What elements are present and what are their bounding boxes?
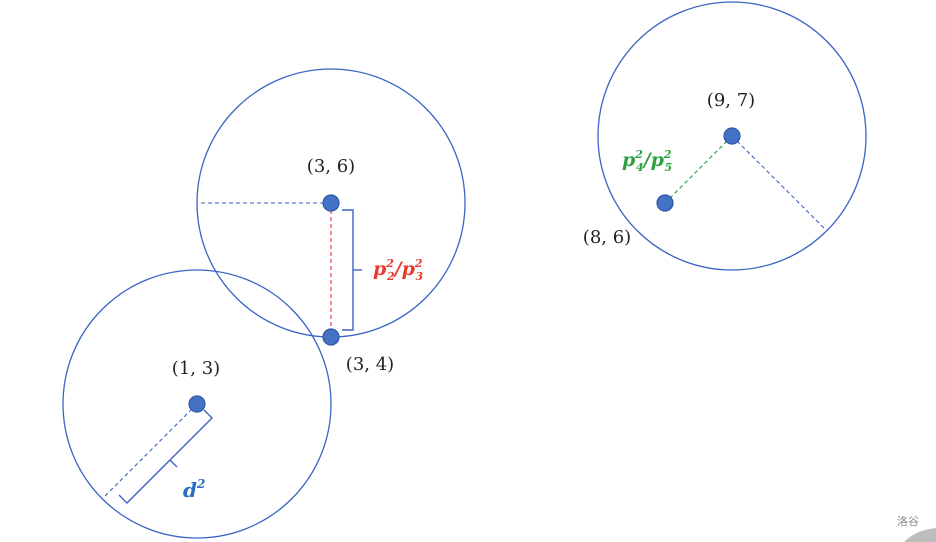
radius-line-1-3 [103, 403, 198, 498]
watermark-corner-shape [904, 528, 936, 542]
point-1-3 [188, 395, 206, 413]
label-point-1-3: (1, 3) [172, 358, 220, 379]
point-3-4 [322, 328, 340, 346]
distance-line-9-7-to-8-6 [664, 135, 733, 204]
p5-sub: 5 [665, 161, 673, 174]
p5-sup: 2 [663, 148, 672, 161]
label-point-3-4: (3, 4) [346, 354, 394, 375]
p4-sup: 2 [634, 148, 643, 161]
p2-p3-bracket [342, 209, 354, 331]
d-squared-bracket [118, 409, 213, 504]
p4-base: p [622, 149, 636, 171]
watermark-text: 洛谷 [897, 514, 919, 528]
p2-sup: 2 [385, 257, 394, 270]
p3-sub: 3 [416, 270, 424, 283]
p2-base: p [373, 258, 387, 280]
d-squared-base: d [183, 478, 197, 502]
d-squared-exponent: 2 [196, 477, 205, 491]
d-squared-bracket-tick [169, 459, 178, 468]
circle-center-9-7 [597, 1, 867, 271]
label-point-8-6: (8, 6) [583, 227, 631, 248]
p-slash-2: / [642, 149, 653, 171]
circle-center-1-3 [62, 269, 332, 539]
p4-sub: 4 [636, 161, 644, 174]
label-point-3-6: (3, 6) [307, 156, 355, 177]
p5-base: p [651, 149, 665, 171]
point-8-6 [656, 194, 674, 212]
p-slash: / [393, 258, 404, 280]
p3-sup: 2 [414, 257, 423, 270]
p3-base: p [402, 258, 416, 280]
label-point-9-7: (9, 7) [707, 90, 755, 111]
point-9-7 [723, 127, 741, 145]
p2-sub: 2 [386, 270, 395, 283]
label-d-squared: d2 [183, 477, 205, 502]
point-3-6 [322, 194, 340, 212]
radius-line-9-7 [731, 135, 826, 230]
